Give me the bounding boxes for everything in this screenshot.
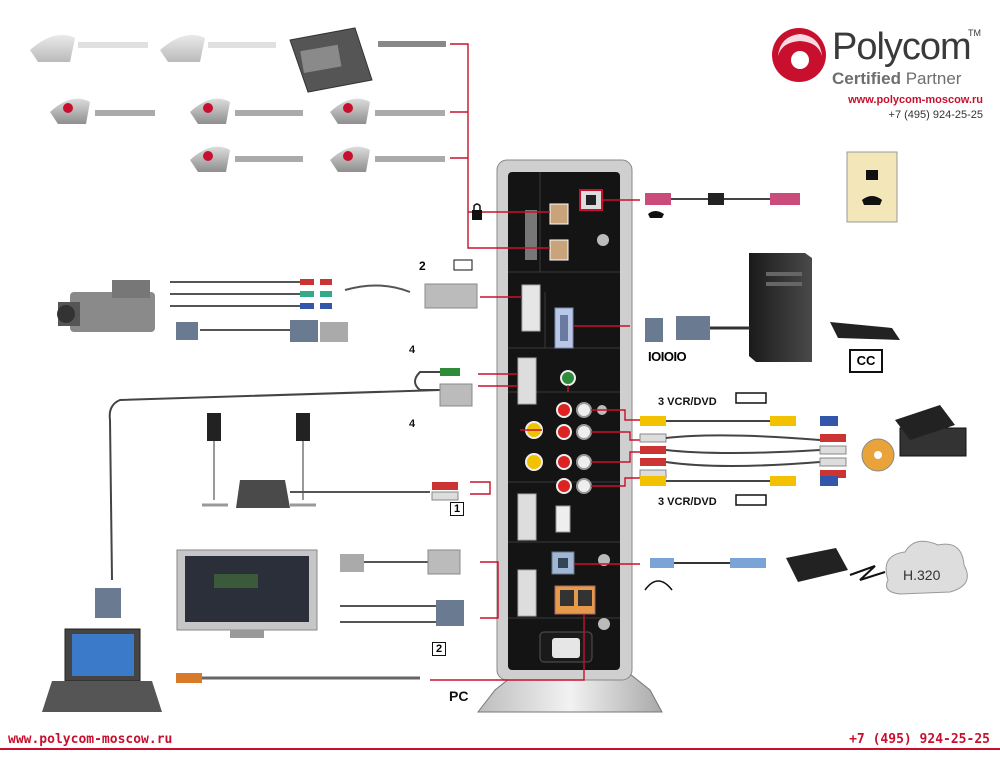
audio-cable — [108, 371, 441, 581]
codec-unit — [476, 159, 663, 713]
footer-website[interactable]: www.polycom-moscow.ru — [8, 732, 173, 747]
brand-wordmark: Polycom — [832, 26, 972, 68]
vcr-top-label: 3 VCR/DVD — [658, 396, 717, 408]
footer-divider — [0, 748, 1000, 750]
audio-out-count: 4 — [409, 418, 416, 430]
pc-label: PC — [449, 688, 469, 704]
vcr-cables — [639, 416, 847, 486]
vcr-dvd-device — [861, 405, 967, 472]
vcr-bottom-label: 3 VCR/DVD — [658, 496, 717, 508]
output-2-box: 2 — [432, 642, 446, 656]
phone-icon — [648, 211, 664, 218]
brand-block: Polycom TM Certified Partner www.polycom… — [770, 22, 985, 127]
lan-cable — [176, 673, 420, 683]
ethernet-cable — [644, 558, 766, 591]
audio-in-count: 4 — [409, 344, 416, 356]
camera-input-number: 2 — [419, 259, 426, 273]
polycom-logo-icon — [772, 28, 826, 82]
closed-caption-label: CC — [849, 349, 883, 373]
phone-line — [645, 193, 800, 205]
brand-website[interactable]: www.polycom-moscow.ru — [848, 94, 983, 106]
camera-icon — [57, 280, 155, 332]
serial-cable — [645, 316, 750, 342]
footer-phone: +7 (495) 924-25-25 — [849, 732, 990, 747]
isdn-box — [786, 548, 886, 582]
speakers — [202, 413, 459, 508]
monitor-cables — [340, 561, 436, 623]
camera-plugs — [176, 279, 478, 342]
isdn-cloud — [885, 540, 968, 595]
camera-cables — [170, 281, 411, 331]
serial-label: IOIOIO — [648, 349, 687, 364]
brand-phone: +7 (495) 924-25-25 — [888, 109, 983, 121]
lock-icon — [472, 203, 482, 220]
pc-tower — [749, 253, 900, 362]
isdn-label: H.320 — [903, 567, 941, 583]
monitor-icon — [176, 549, 318, 638]
output-1-box: 1 — [450, 502, 464, 516]
rca-jacks — [525, 402, 592, 494]
laptop — [42, 628, 162, 712]
certified-partner: Certified Partner — [832, 69, 962, 88]
phone-wall-jack — [846, 151, 898, 223]
brand-trademark: TM — [968, 28, 981, 38]
microphones — [30, 27, 446, 172]
